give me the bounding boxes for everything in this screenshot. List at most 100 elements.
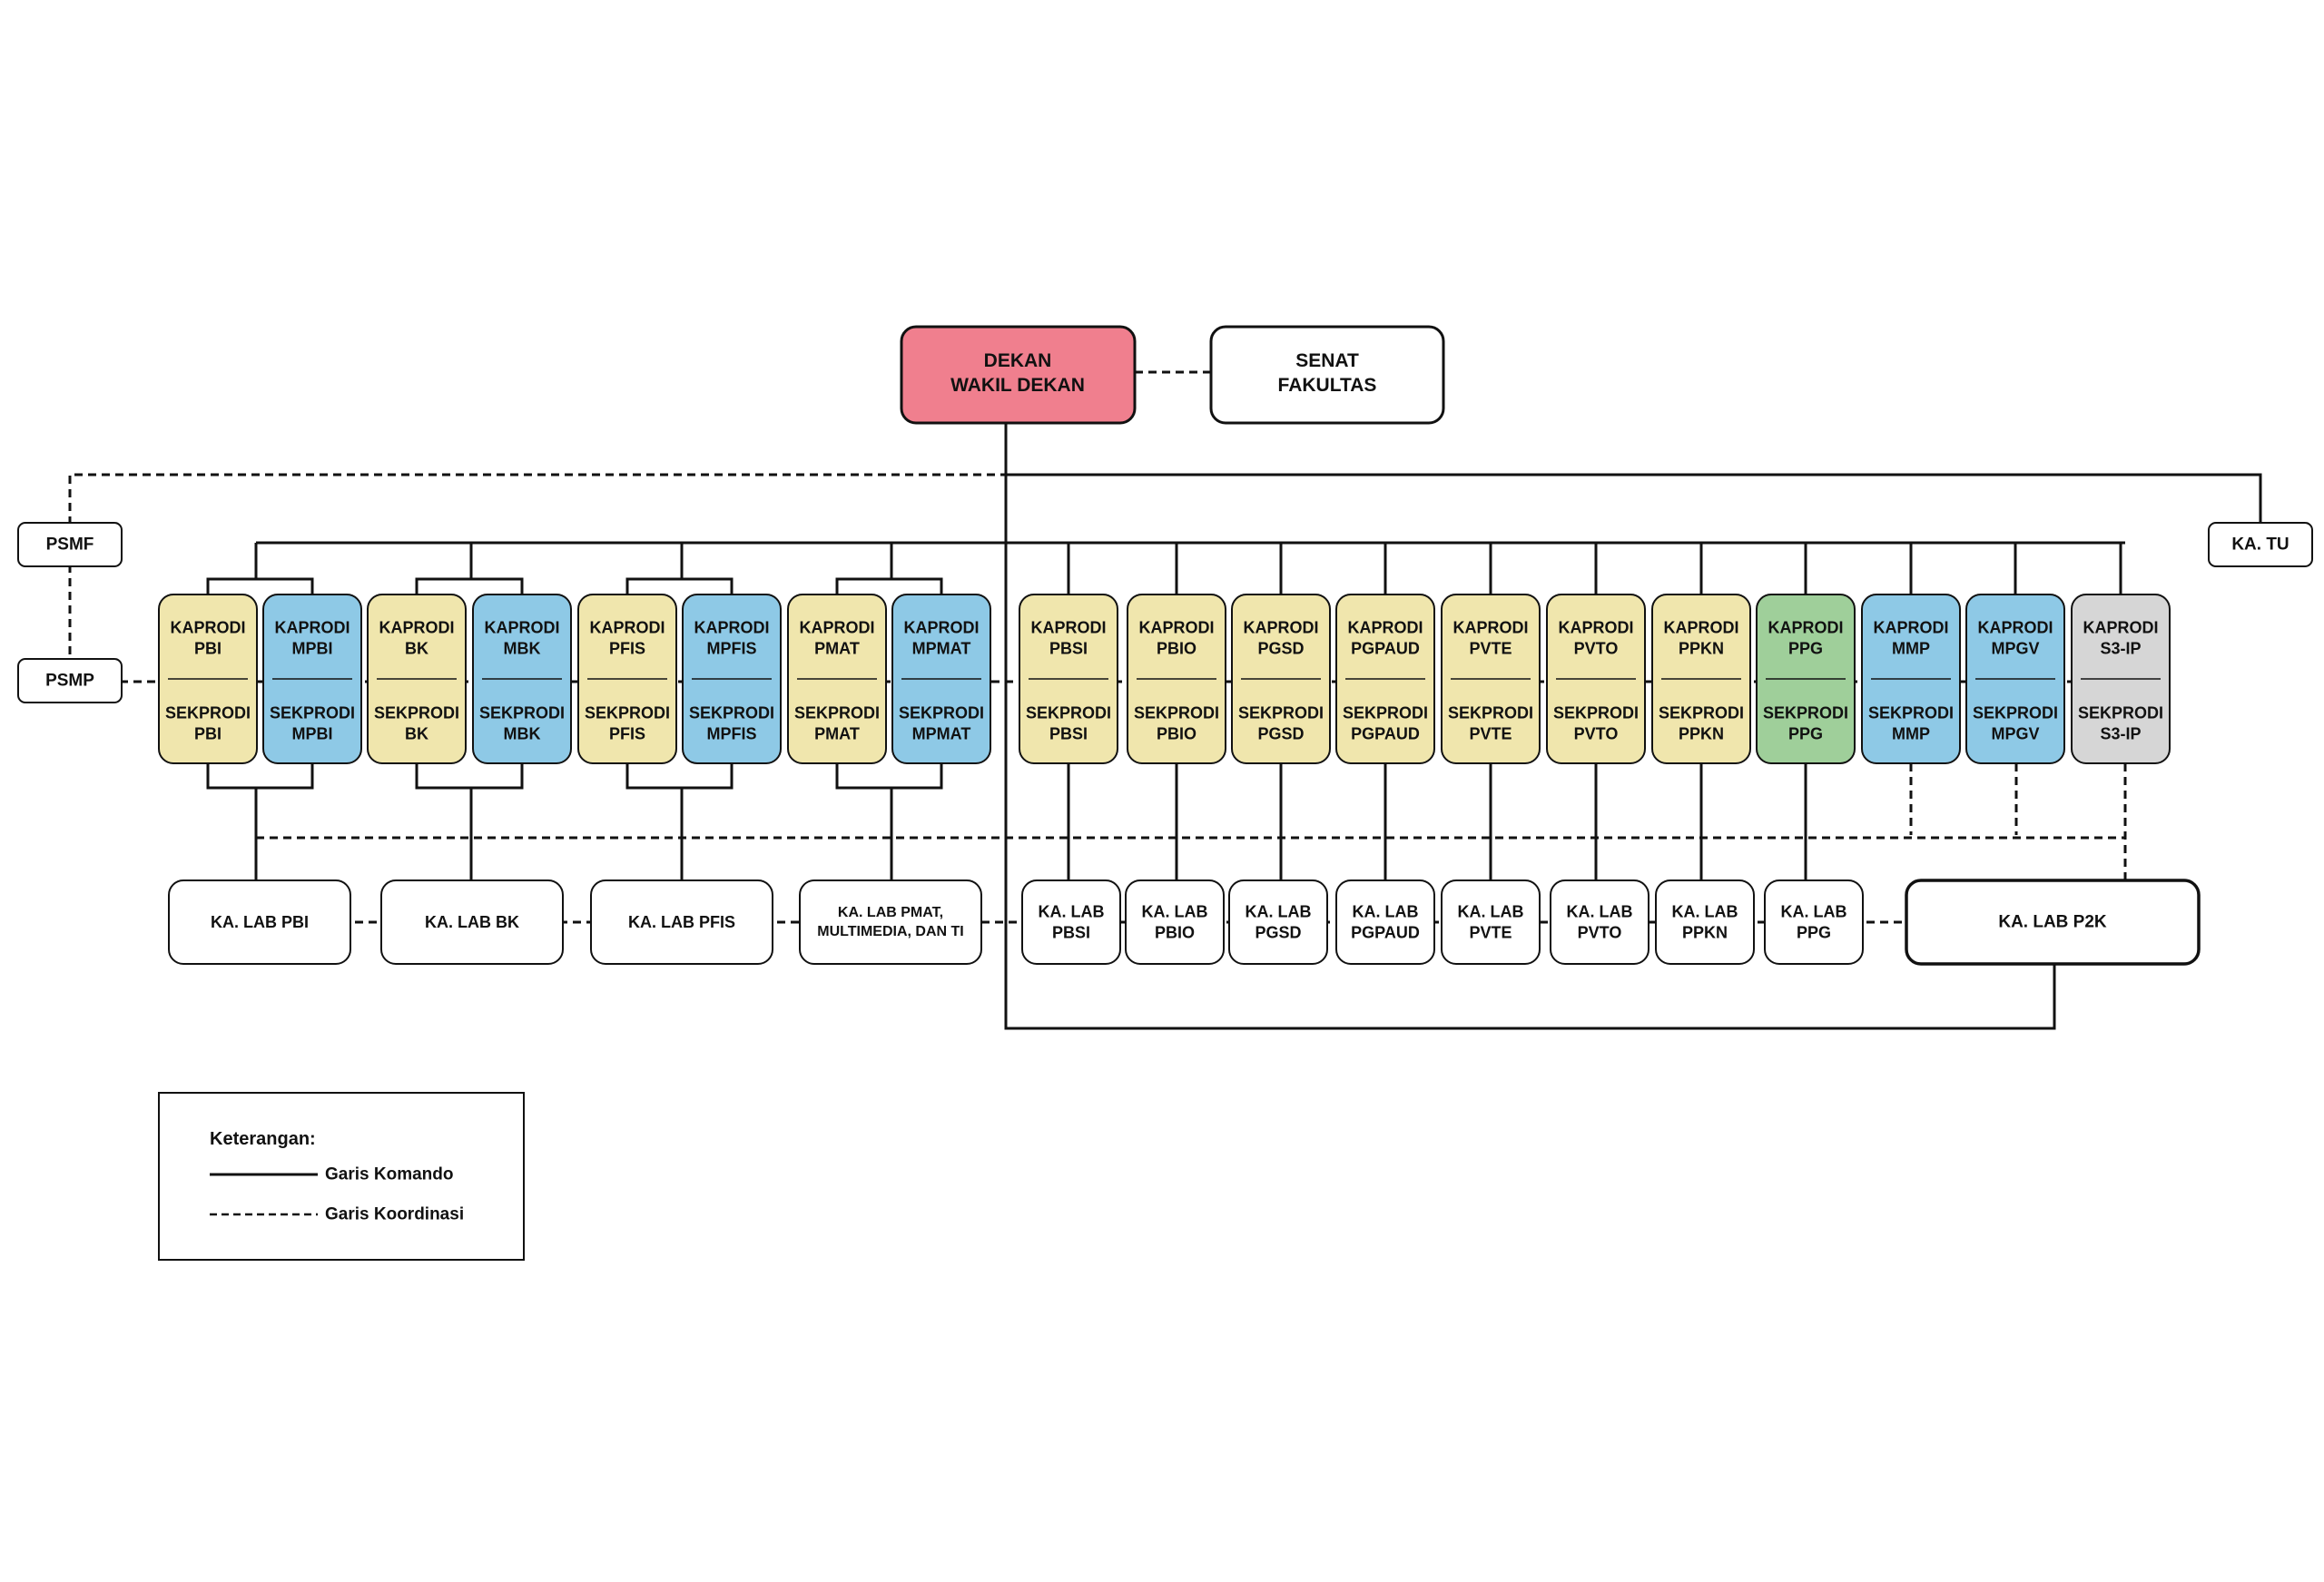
lab-label-12-line-1: KA. LAB — [1781, 902, 1847, 920]
lab-label-13-line-1: KA. LAB P2K — [1998, 913, 2107, 932]
dekan-to-katu-line — [1006, 473, 2262, 525]
sekprodi-pmat-line-2: PMAT — [814, 725, 860, 743]
dekan-label-line-2: WAKIL DEKAN — [950, 375, 1085, 396]
lab-label-9-line-1: KA. LAB — [1458, 902, 1524, 920]
lab-label-5-line-1: KA. LAB — [1039, 902, 1105, 920]
kaprodi-pvte-line-2: PVTE — [1469, 640, 1512, 658]
sekprodi-mbk-line-2: MBK — [504, 725, 541, 743]
sekprodi-mpbi-line-2: MPBI — [292, 725, 333, 743]
kaprodi-pvto-line-2: PVTO — [1574, 640, 1619, 658]
lab-box-6 — [1125, 879, 1225, 965]
lab-box-5 — [1021, 879, 1121, 965]
kaprodi-mpbi-line-2: MPBI — [292, 640, 333, 658]
sekprodi-pgpaud-line-2: PGPAUD — [1351, 725, 1420, 743]
lab-box-7 — [1228, 879, 1328, 965]
psmp-box — [17, 658, 123, 703]
connector-lines — [68, 370, 2262, 1030]
kaprodi-pvto-line-1: KAPRODI — [1558, 618, 1633, 636]
kaprodi-bk-line-1: KAPRODI — [379, 618, 454, 636]
kaprodi-s3-ip-line-1: KAPRODI — [2083, 618, 2158, 636]
kaprodi-pbio-line-1: KAPRODI — [1138, 618, 1214, 636]
senat-fakultas-box — [1209, 325, 1445, 425]
sekprodi-s3-ip-line-1: SEKPRODI — [2078, 703, 2163, 722]
lab-label-6-line-1: KA. LAB — [1142, 902, 1208, 920]
pair-top-bracket — [206, 577, 314, 594]
dekan-to-p2k-line — [1004, 422, 2056, 1030]
legend-dashed-label: Garis Koordinasi — [325, 1205, 464, 1224]
kaprodi-mpmat-line-1: KAPRODI — [903, 618, 979, 636]
sekprodi-ppg-line-2: PPG — [1788, 725, 1823, 743]
lab-label-3-line-1: KA. LAB PFIS — [628, 913, 735, 931]
sekprodi-pfis-line-2: PFIS — [609, 725, 645, 743]
sekprodi-ppkn-line-2: PPKN — [1679, 725, 1724, 743]
sekprodi-pbio-line-1: SEKPRODI — [1134, 703, 1219, 722]
lab-label-10-line-1: KA. LAB — [1567, 902, 1633, 920]
lab-box-1 — [168, 879, 351, 965]
lab-label-11-line-2: PPKN — [1682, 924, 1728, 942]
lab-box-3 — [590, 879, 773, 965]
sekprodi-pbi-line-1: SEKPRODI — [165, 703, 251, 722]
sekprodi-s3-ip-line-2: S3-IP — [2100, 725, 2141, 743]
pair-top-bracket — [625, 577, 734, 594]
sekprodi-pvte-line-2: PVTE — [1469, 725, 1512, 743]
kaprodi-s3-ip-line-2: S3-IP — [2100, 640, 2141, 658]
kaprodi-pbi-line-1: KAPRODI — [170, 618, 245, 636]
sekprodi-bk-line-2: BK — [405, 725, 428, 743]
kaprodi-ppkn-line-1: KAPRODI — [1663, 618, 1738, 636]
lab-label-4-line-2: MULTIMEDIA, DAN TI — [817, 924, 963, 939]
legend-solid-label: Garis Komando — [325, 1165, 453, 1184]
lab-label-4-line-1: KA. LAB PMAT, — [838, 905, 943, 920]
dekan-to-psmf-line — [68, 473, 1006, 525]
lab-box-10 — [1550, 879, 1649, 965]
lab-box-9 — [1441, 879, 1541, 965]
kaprodi-ppg-line-1: KAPRODI — [1768, 618, 1843, 636]
ka-tu-label-line-1: KA. TU — [2231, 536, 2289, 555]
sekprodi-pfis-line-1: SEKPRODI — [585, 703, 670, 722]
sekprodi-mpbi-line-1: SEKPRODI — [270, 703, 355, 722]
psmp-label-line-1: PSMP — [45, 672, 94, 691]
psmf-box — [17, 522, 123, 567]
kaprodi-mpfis-line-2: MPFIS — [706, 640, 756, 658]
pair-top-bracket — [415, 577, 524, 594]
lab-label-10-line-2: PVTO — [1578, 924, 1622, 942]
legend-frame — [158, 1092, 525, 1261]
kaprodi-pfis-line-1: KAPRODI — [589, 618, 665, 636]
kaprodi-mmp-line-1: KAPRODI — [1873, 618, 1948, 636]
kaprodi-pfis-line-2: PFIS — [609, 640, 645, 658]
lab-label-9-line-2: PVTE — [1469, 924, 1512, 942]
pair-bottom-bracket — [835, 763, 943, 790]
sekprodi-mpmat-line-2: MPMAT — [912, 725, 971, 743]
pair-bottom-bracket — [415, 763, 524, 790]
lab-box-11 — [1655, 879, 1755, 965]
kaprodi-pgpaud-line-1: KAPRODI — [1347, 618, 1423, 636]
lab-label-5-line-2: PBSI — [1052, 924, 1090, 942]
sekprodi-pgpaud-line-1: SEKPRODI — [1343, 703, 1428, 722]
sekprodi-ppg-line-1: SEKPRODI — [1763, 703, 1848, 722]
kaprodi-pmat-line-1: KAPRODI — [799, 618, 874, 636]
sekprodi-bk-line-1: SEKPRODI — [374, 703, 459, 722]
lab-label-2-line-1: KA. LAB BK — [425, 913, 519, 931]
lab-label-1-line-1: KA. LAB PBI — [211, 913, 309, 931]
sekprodi-pmat-line-1: SEKPRODI — [794, 703, 880, 722]
lab-label-6-line-2: PBIO — [1155, 924, 1195, 942]
kaprodi-pbsi-line-1: KAPRODI — [1030, 618, 1106, 636]
sekprodi-ppkn-line-1: SEKPRODI — [1659, 703, 1744, 722]
kaprodi-mpmat-line-2: MPMAT — [912, 640, 971, 658]
sekprodi-pbsi-line-2: PBSI — [1049, 725, 1088, 743]
kaprodi-pgsd-line-1: KAPRODI — [1243, 618, 1318, 636]
lab-label-12-line-2: PPG — [1797, 924, 1831, 942]
kaprodi-mmp-line-2: MMP — [1892, 640, 1930, 658]
kaprodi-mpgv-line-2: MPGV — [1991, 640, 2039, 658]
dekan-label-line-1: DEKAN — [984, 350, 1052, 371]
psmf-label-line-1: PSMF — [46, 536, 94, 555]
lab-box-2 — [380, 879, 564, 965]
kaprodi-pmat-line-2: PMAT — [814, 640, 860, 658]
sekprodi-mpfis-line-1: SEKPRODI — [689, 703, 774, 722]
sekprodi-pgsd-line-1: SEKPRODI — [1238, 703, 1324, 722]
sekprodi-mpfis-line-2: MPFIS — [706, 725, 756, 743]
lab-box-12 — [1764, 879, 1864, 965]
legend-title: Keterangan: — [210, 1129, 316, 1149]
pair-top-bracket — [835, 577, 943, 594]
lab-box-4 — [799, 879, 982, 965]
